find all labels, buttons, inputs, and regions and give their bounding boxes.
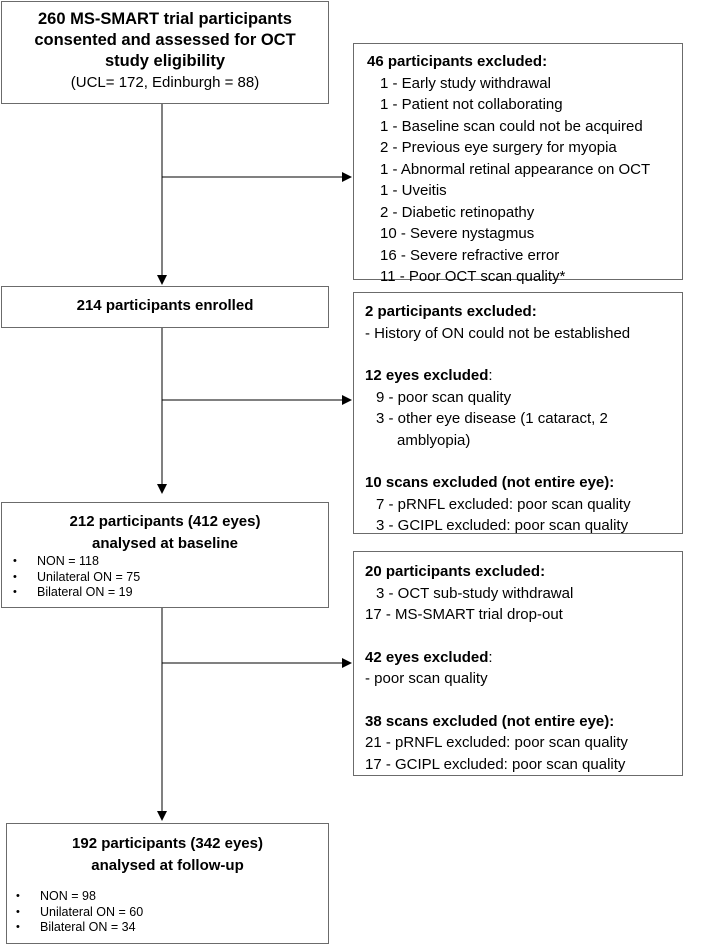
exclusion-box-3: 20 participants excluded: 3 - OCT sub-st… — [353, 551, 683, 776]
exclusion-item: 9 - poor scan quality — [376, 388, 512, 406]
box-assessed-title-line: consented and assessed for OCT — [34, 31, 296, 49]
bullet-item: Bilateral ON = 19 — [10, 585, 328, 601]
exclusion-item: 11 - Poor OCT scan quality* — [380, 268, 566, 285]
exclusion-item: amblyopia) — [397, 431, 471, 449]
exclusion-item: - poor scan quality — [365, 670, 488, 687]
box-enrolled-title: 214 participants enrolled — [76, 297, 254, 314]
box-assessed-subtitle: (UCL= 172, Edinburgh = 88) — [70, 74, 260, 91]
exclusion-item: - History of ON could not be established — [365, 324, 631, 342]
exclusion-item: 3 - OCT sub-study withdrawal — [376, 584, 574, 602]
box-follow-up-bullets: NON = 98 Unilateral ON = 60 Bilateral ON… — [10, 889, 328, 936]
exclusion-item: 16 - Severe refractive error — [380, 246, 560, 264]
exclusion-eyes-heading-label: 42 eyes excluded — [365, 648, 489, 666]
exclusion-item: 1 - Abnormal retinal appearance on OCT — [380, 160, 651, 178]
box-assessed: 260 MS-SMART trial participants consente… — [1, 1, 329, 104]
box-baseline-bullets: NON = 118 Unilateral ON = 75 Bilateral O… — [10, 554, 328, 601]
exclusion-item: 2 - Previous eye surgery for myopia — [380, 139, 617, 156]
box-baseline-title-line: 212 participants (412 eyes) — [69, 513, 261, 530]
exclusion-item: 1 - Uveitis — [380, 182, 447, 199]
exclusion-scans-heading: 10 scans excluded (not entire eye): — [365, 474, 615, 491]
exclusion-eyes-heading-colon: : — [488, 367, 493, 384]
exclusion-item: 1 - Baseline scan could not be acquired — [380, 117, 643, 135]
bullet-item: Bilateral ON = 34 — [13, 920, 328, 936]
box-assessed-title-line: study eligibility — [104, 52, 226, 70]
box-baseline-title-line: analysed at baseline — [92, 534, 238, 552]
bullet-item: NON = 118 — [10, 554, 328, 570]
bullet-item: NON = 98 — [13, 889, 328, 905]
exclusion-box-1: 46 participants excluded: 1 - Early stud… — [353, 43, 683, 285]
exclusion-participants-heading: 2 participants excluded: — [365, 303, 537, 320]
exclusion-participants-heading: 20 participants excluded: — [365, 563, 546, 580]
exclusion-item: 3 - GCIPL excluded: poor scan quality — [376, 517, 629, 534]
exclusion-scans-heading: 38 scans excluded (not entire eye): — [365, 712, 615, 730]
exclusion-item: 17 - MS-SMART trial drop-out — [365, 606, 563, 623]
box-assessed-title-line: 260 MS-SMART trial participants — [38, 10, 292, 28]
exclusion-eyes-heading-colon: : — [488, 648, 493, 666]
box-follow-up-title-line: analysed at follow-up — [91, 856, 244, 874]
exclusion-eyes-heading-label: 12 eyes excluded — [365, 367, 489, 384]
exclusion-item: 10 - Severe nystagmus — [380, 225, 535, 242]
exclusion-item: 1 - Early study withdrawal — [380, 74, 551, 92]
box-follow-up: 192 participants (342 eyes) analysed at … — [6, 823, 329, 944]
box-enrolled: 214 participants enrolled — [1, 286, 329, 328]
exclusion-box-2: 2 participants excluded: - History of ON… — [353, 292, 683, 534]
box-baseline: 212 participants (412 eyes) analysed at … — [1, 502, 329, 608]
exclusion-heading: 46 participants excluded: — [367, 53, 548, 70]
exclusion-eyes-heading: 12 eyes excluded: — [365, 365, 682, 387]
exclusion-item: 2 - Diabetic retinopathy — [380, 203, 535, 221]
exclusion-item: 1 - Patient not collaborating — [380, 96, 563, 113]
bullet-item: Unilateral ON = 75 — [10, 570, 328, 586]
exclusion-item: 7 - pRNFL excluded: poor scan quality — [376, 495, 631, 513]
exclusion-item: 21 - pRNFL excluded: poor scan quality — [365, 734, 628, 751]
exclusion-eyes-heading: 42 eyes excluded: — [365, 647, 682, 669]
exclusion-item: 3 - other eye disease (1 cataract, 2 — [376, 410, 608, 427]
bullet-item: Unilateral ON = 60 — [13, 905, 328, 921]
box-follow-up-title-line: 192 participants (342 eyes) — [72, 835, 263, 852]
exclusion-item: 17 - GCIPL excluded: poor scan quality — [365, 755, 626, 773]
